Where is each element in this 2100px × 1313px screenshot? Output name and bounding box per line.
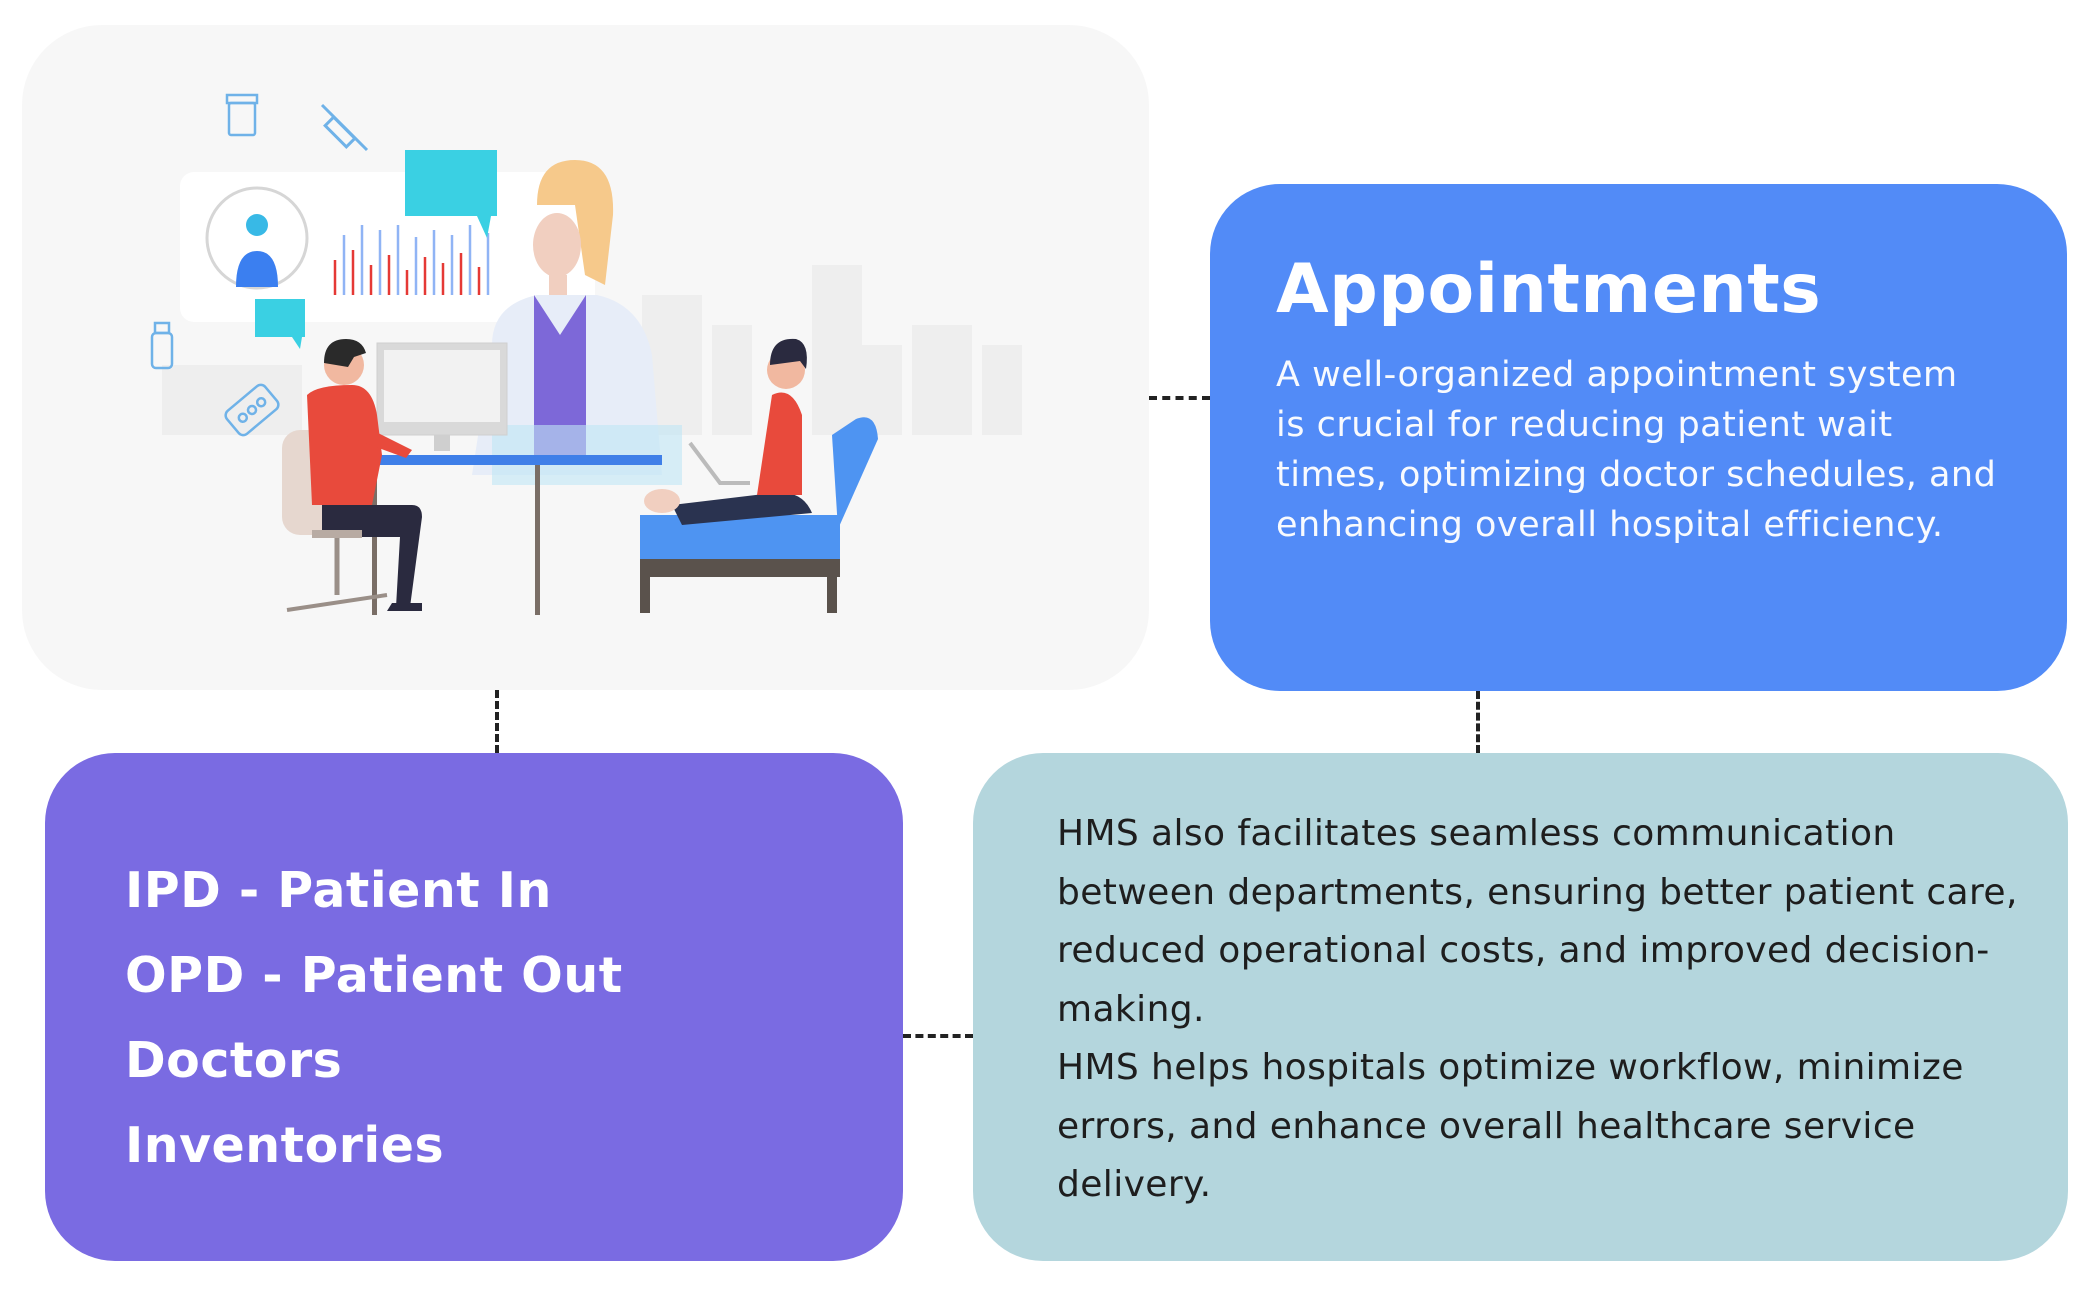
modules-card: IPD - Patient In OPD - Patient Out Docto… [45, 753, 903, 1261]
connector-modules-hms [903, 1034, 973, 1038]
chat-bubble-icon [255, 150, 497, 349]
module-item-inventories: Inventories [125, 1117, 445, 1174]
syringe-icon [320, 103, 369, 152]
medicine-bottle-icon [150, 321, 174, 370]
hms-benefits-card: HMS also facilitates seamless communicat… [973, 753, 2068, 1261]
module-item-opd: OPD - Patient Out [125, 947, 623, 1004]
connector-appointments-hms [1476, 691, 1480, 753]
user-profile-icon [205, 186, 309, 290]
module-item-ipd: IPD - Patient In [125, 862, 552, 919]
appointments-description: A well-organized appointment system is c… [1276, 355, 1997, 545]
connector-illustration-appointments [1149, 396, 1210, 400]
medicine-jar-icon [225, 93, 259, 137]
appointments-card: Appointments A well-organized appointmen… [1210, 184, 2067, 691]
appointments-title: Appointments [1276, 250, 1822, 329]
hospital-illustration [150, 93, 1022, 615]
patient-man-figure [282, 339, 422, 612]
hms-paragraph-workflow: HMS helps hospitals optimize workflow, m… [1057, 1047, 1964, 1205]
pill-blister-icon [224, 383, 280, 437]
illustration-card [22, 25, 1149, 690]
monitor-icon [376, 342, 508, 451]
hms-paragraph-communication: HMS also facilitates seamless communicat… [1057, 813, 2018, 1030]
connector-illustration-modules [495, 690, 499, 753]
module-item-doctors: Doctors [125, 1032, 343, 1089]
patient-woman-figure [640, 338, 878, 613]
